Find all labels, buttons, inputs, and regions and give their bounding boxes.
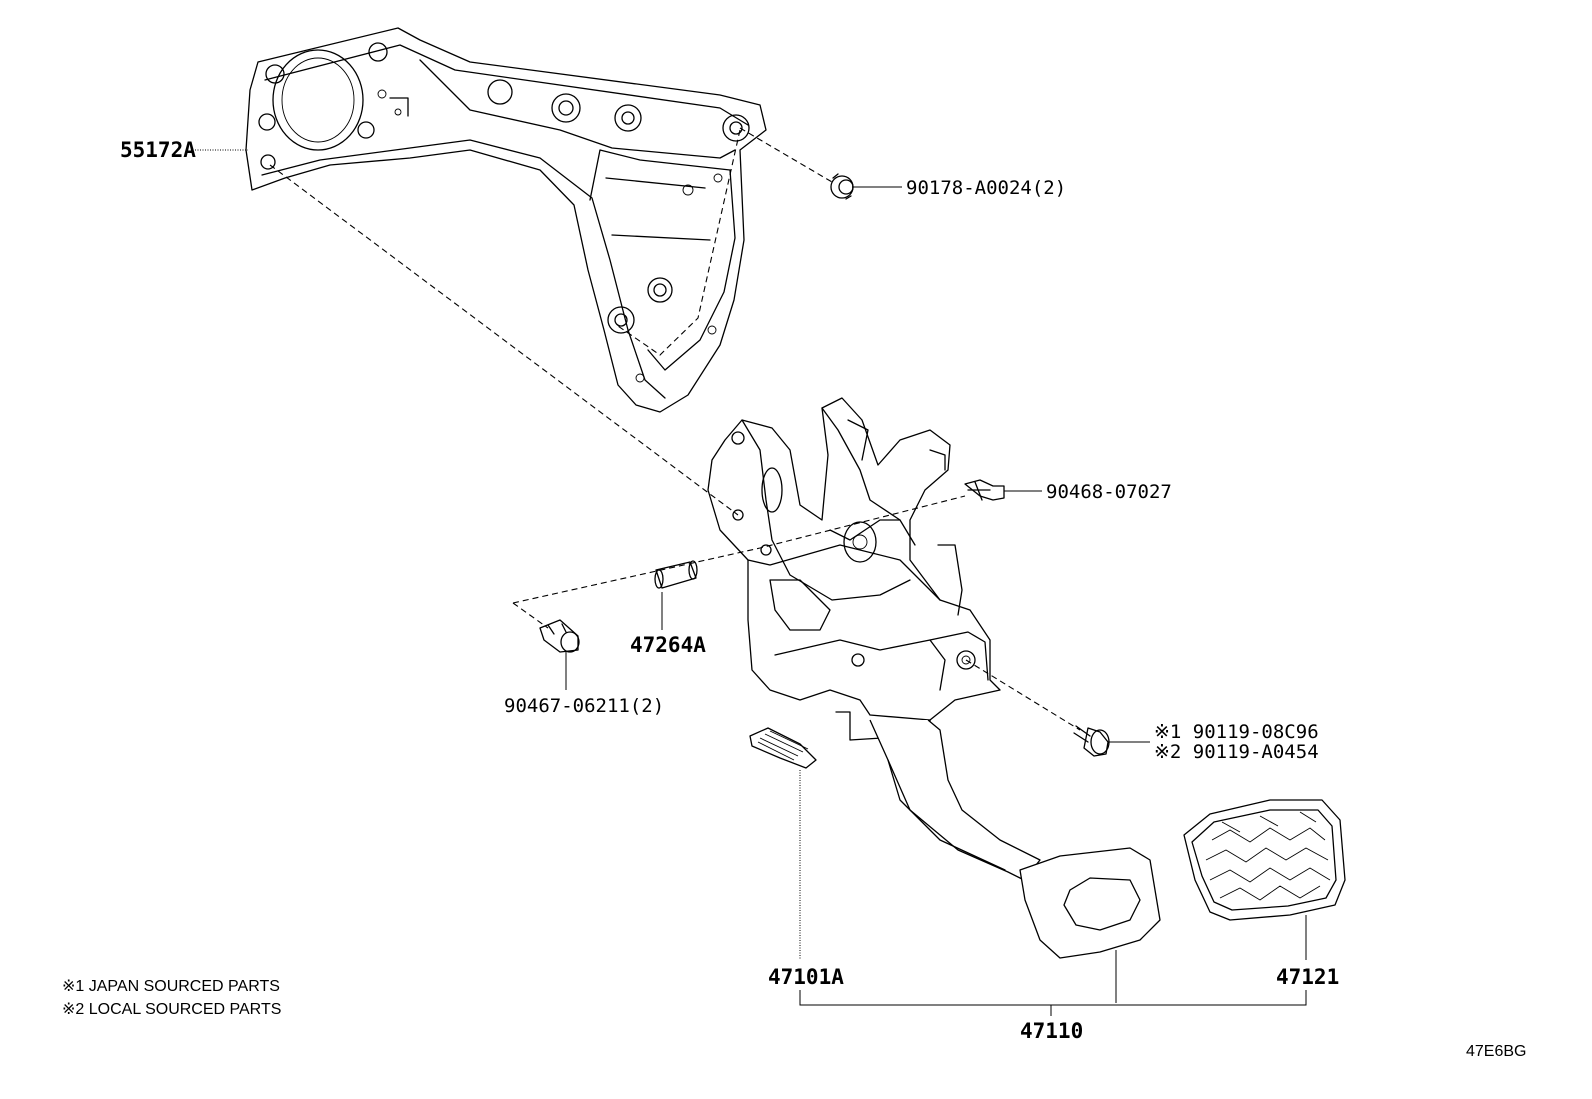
clip-90468: [964, 479, 1005, 501]
label-47264a: 47264A: [630, 633, 706, 657]
label-90119-japan: ※1 90119-08C96: [1154, 721, 1319, 743]
part-labels: 55172A 90178-A0024(2) 90468-07027 47264A…: [120, 138, 1339, 1043]
label-90178: 90178-A0024(2): [906, 177, 1066, 199]
label-47101a: 47101A: [768, 965, 844, 989]
label-90468: 90468-07027: [1046, 481, 1172, 503]
label-90467: 90467-06211(2): [504, 695, 664, 717]
bushing-90467: [539, 619, 580, 653]
pedal-bracket-support: [707, 397, 1001, 741]
label-55172a: 55172A: [120, 138, 196, 162]
pin-47264a: [654, 560, 698, 589]
dash-panel-reinforcement: [245, 27, 767, 413]
label-47121: 47121: [1276, 965, 1339, 989]
label-47110: 47110: [1020, 1019, 1083, 1043]
bolt-90119: [1073, 725, 1110, 757]
nut-90178: [830, 173, 854, 200]
leader-lines: [195, 149, 1307, 1016]
note-local-sourced: ※2 LOCAL SOURCED PARTS: [62, 1001, 281, 1018]
note-japan-sourced: ※1 JAPAN SOURCED PARTS: [62, 978, 280, 995]
assembly-lines: [269, 127, 1081, 731]
stopper-47101a: [749, 727, 817, 769]
pedal-pad-47121: [1183, 799, 1346, 921]
footnotes: ※1 JAPAN SOURCED PARTS ※2 LOCAL SOURCED …: [62, 978, 281, 1018]
brake-pedal-arm: [869, 719, 1161, 959]
label-90119-local: ※2 90119-A0454: [1154, 741, 1319, 763]
diagram-code: 47E6BG: [1466, 1043, 1526, 1060]
